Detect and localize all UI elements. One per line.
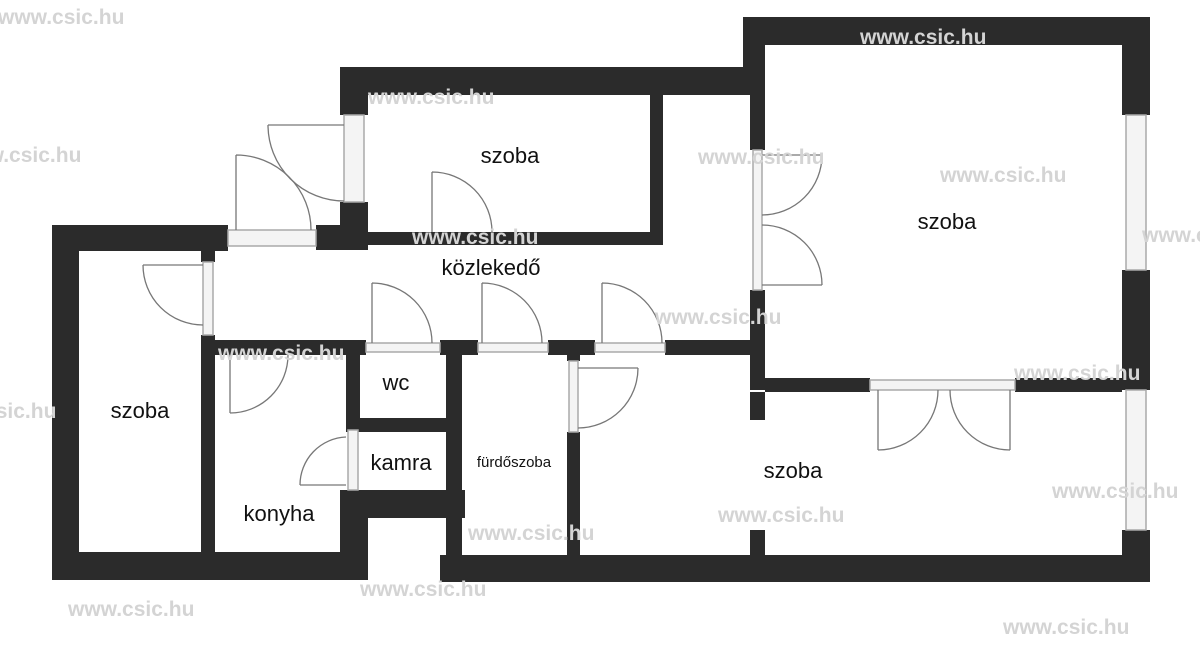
wall	[340, 67, 765, 95]
window	[365, 342, 441, 353]
window	[752, 149, 763, 291]
room-label-kamra: kamra	[370, 450, 432, 475]
window	[202, 261, 214, 336]
watermark: www.csic.hu	[1141, 224, 1200, 247]
wall	[750, 392, 765, 420]
wall	[650, 95, 663, 245]
window	[568, 360, 579, 433]
wall	[1122, 17, 1150, 115]
wall	[201, 250, 215, 262]
walls	[52, 17, 1150, 582]
wall	[1122, 270, 1150, 390]
window	[343, 114, 365, 203]
watermark: www.csic.hu	[1013, 362, 1140, 385]
wall	[750, 530, 765, 555]
door-swing	[877, 389, 939, 451]
wall	[665, 340, 765, 355]
wall	[340, 67, 368, 115]
door-swing	[481, 282, 543, 344]
wall	[567, 355, 580, 361]
wall	[1015, 378, 1122, 392]
wall	[750, 95, 765, 150]
watermark: www.csic.hu	[217, 342, 344, 365]
window	[1125, 114, 1147, 271]
watermark: www.csic.hu	[939, 164, 1066, 187]
door-swing	[761, 154, 823, 216]
wall	[440, 340, 478, 355]
watermark: www.csic.hu	[0, 400, 56, 423]
wall	[743, 17, 1150, 45]
wall	[765, 378, 870, 392]
door-swing	[235, 154, 312, 231]
room-label-szoba-left: szoba	[111, 398, 170, 423]
door-swing	[142, 264, 204, 326]
room-label-szoba-top: szoba	[481, 143, 540, 168]
wall	[548, 340, 595, 355]
door-swing	[761, 224, 823, 286]
window	[594, 342, 666, 353]
room-label-szoba-right: szoba	[918, 209, 977, 234]
wall	[316, 225, 368, 250]
wall	[52, 552, 368, 580]
wall	[201, 340, 366, 355]
watermark: www.csic.hu	[411, 226, 538, 249]
wall	[340, 490, 368, 580]
watermark: www.csic.hu	[697, 146, 824, 169]
wall	[368, 232, 663, 245]
door-swing	[299, 436, 347, 486]
door-swing	[229, 354, 289, 414]
room-label-szoba-bottom-right: szoba	[764, 458, 823, 483]
watermarks: www.csic.hu www.csic.hu www.csic.hu www.…	[0, 6, 1200, 639]
window	[1125, 389, 1147, 531]
watermark: www.csic.hu	[717, 504, 844, 527]
door-swing	[267, 124, 345, 202]
watermark: www.csic.hu	[859, 26, 986, 49]
door-swing	[601, 282, 663, 344]
wall	[52, 225, 228, 251]
wall	[346, 418, 462, 432]
door-swing	[949, 389, 1011, 451]
room-labels: szoba szoba közlekedő szoba wc kamra für…	[111, 143, 977, 526]
room-label-kozlekedo: közlekedő	[441, 255, 540, 280]
door-swing	[577, 367, 639, 429]
watermark: www.csic.hu	[0, 6, 124, 29]
watermark: www.csic.hu	[1051, 480, 1178, 503]
wall	[743, 17, 765, 95]
window	[869, 379, 1016, 391]
window	[227, 229, 317, 247]
room-label-furdoszoba: fürdőszoba	[477, 454, 552, 471]
wall	[446, 355, 462, 580]
watermark: www.csic.hu	[67, 598, 194, 621]
windows	[202, 114, 1147, 531]
wall	[346, 355, 360, 430]
door-swing	[431, 171, 493, 233]
watermark: www.csic.hu	[0, 144, 81, 167]
wall	[201, 335, 215, 552]
watermark: www.csic.hu	[1002, 616, 1129, 639]
wall	[440, 555, 1150, 582]
window	[347, 429, 359, 491]
window	[477, 342, 549, 353]
room-label-konyha: konyha	[244, 501, 316, 526]
room-label-wc: wc	[382, 370, 410, 395]
wall	[567, 432, 580, 555]
watermark: www.csic.hu	[359, 578, 486, 601]
watermark: www.csic.hu	[367, 86, 494, 109]
wall	[52, 225, 79, 580]
watermark: www.csic.hu	[467, 522, 594, 545]
door-swing	[371, 282, 433, 344]
doors	[142, 124, 1011, 486]
watermark: www.csic.hu	[654, 306, 781, 329]
